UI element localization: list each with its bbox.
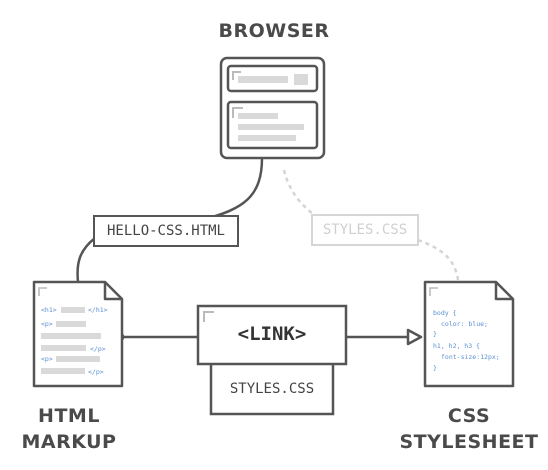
html-file-label: HELLO-CSS.HTML (93, 215, 239, 247)
browser-title: BROWSER (218, 20, 330, 42)
css-code-line: } (433, 364, 437, 372)
css-document: body { color: blue; } h1, h2, h3 { font-… (423, 280, 515, 388)
css-code-line: h1, h2, h3 { (433, 342, 480, 350)
css-stylesheet-title-line1: CSS (447, 405, 491, 427)
browser-window (219, 56, 326, 160)
html-code-tag: </p> (88, 368, 104, 376)
link-href-label: STYLES.CSS (229, 381, 315, 397)
html-file-to-markup-connector (76, 237, 96, 283)
link-tag-label: <LINK> (237, 323, 307, 345)
css-stylesheet-title-line2: STYLESHEET (399, 431, 539, 453)
browser-to-styles-connector (282, 169, 319, 219)
html-code-tag: </h1> (88, 306, 108, 314)
html-code-tag: <p> (41, 355, 53, 363)
browser-to-html-connector (199, 157, 264, 222)
css-code-line: color: blue; (441, 320, 488, 328)
styles-file-label-faded: STYLES.CSS (311, 214, 419, 246)
html-markup-title-line2: MARKUP (21, 431, 117, 453)
link-box (196, 304, 348, 416)
css-code-line: } (433, 330, 437, 338)
css-code-line: body { (433, 309, 457, 317)
arrowhead-icon (406, 328, 423, 346)
html-code-tag: <h1> (41, 306, 57, 314)
css-code-line: font-size:12px; (441, 353, 500, 361)
html-markup-title-line1: HTML (38, 405, 100, 427)
styles-to-css-connector (417, 238, 460, 281)
html-code-tag: <p> (41, 320, 53, 328)
html-code-tag: </p> (90, 345, 106, 353)
html-document: <h1> </h1> <p> </p> <p> </p> (32, 280, 124, 388)
